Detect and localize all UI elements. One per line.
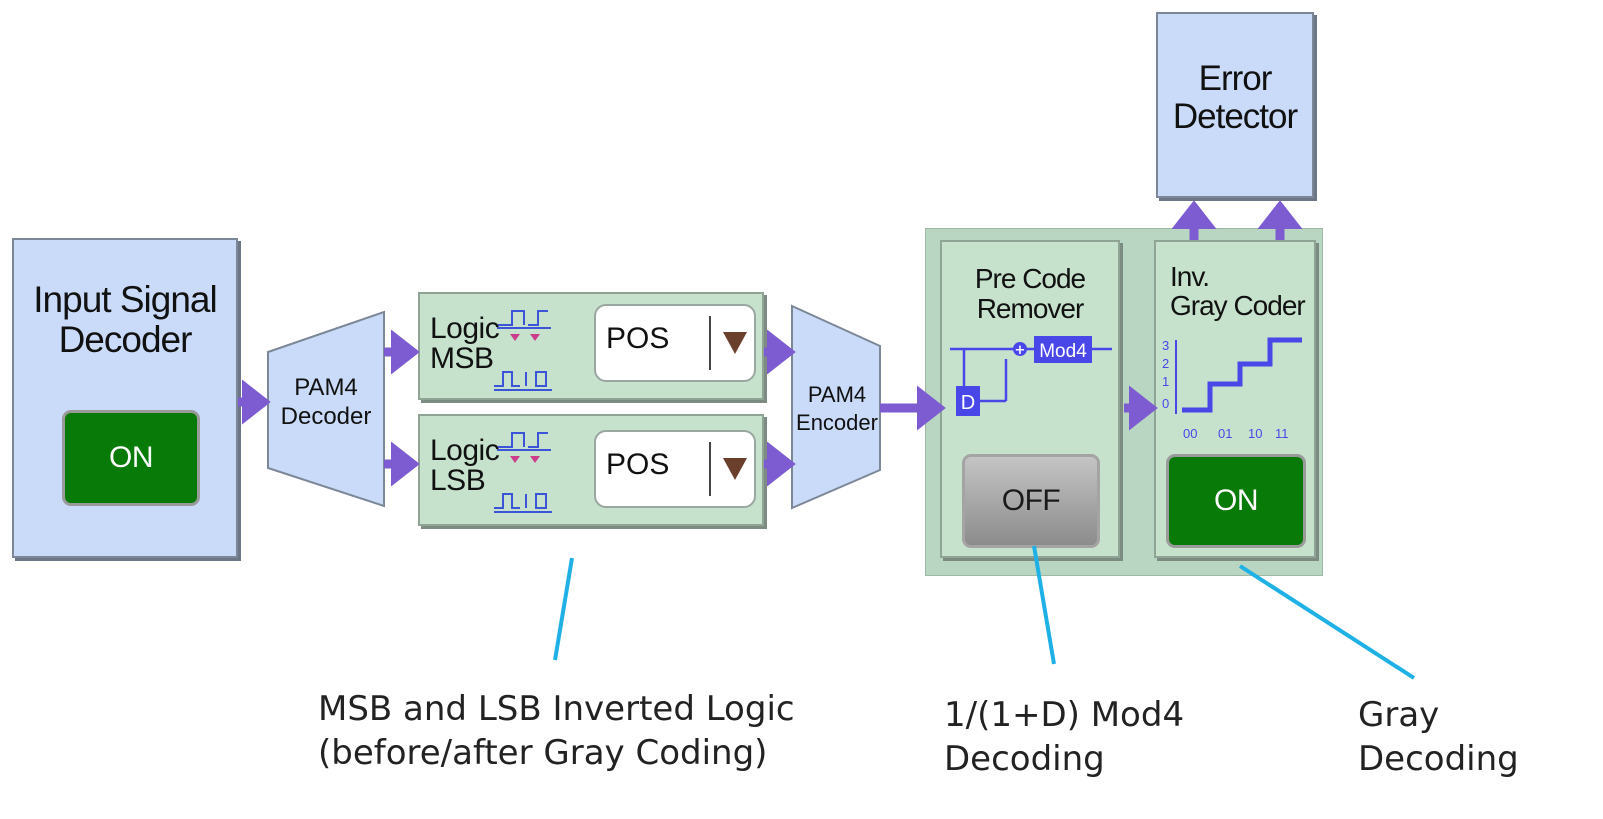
- y-tick-3: 3: [1162, 338, 1169, 353]
- annotation-precode: 1/(1+D) Mod4 Decoding: [944, 695, 1185, 780]
- adder-icon: [1013, 342, 1027, 356]
- x-tick-10: 10: [1248, 426, 1262, 441]
- inv-gray-coder-on-button[interactable]: ON: [1166, 454, 1306, 548]
- delay-label: D: [961, 392, 975, 414]
- inv-gray-coder-title: Inv. Gray Coder: [1170, 261, 1306, 322]
- callout-lines: [553, 545, 1416, 680]
- logic-msb-dropdown[interactable]: POS: [594, 304, 756, 382]
- annotation-gray: Gray Decoding: [1358, 695, 1519, 780]
- input-signal-decoder-block: Input Signal Decoder ON: [12, 238, 238, 558]
- y-tick-2: 2: [1162, 356, 1169, 371]
- annotation-logic: MSB and LSB Inverted Logic (before/after…: [318, 689, 795, 774]
- y-tick-1: 1: [1162, 374, 1169, 389]
- logic-lsb-panel: Logic LSB POS: [418, 414, 764, 526]
- inv-gray-coder-panel: Inv. Gray Coder ON: [1154, 240, 1316, 558]
- svg-text:+: +: [1015, 343, 1026, 358]
- dropdown-separator: [709, 316, 711, 370]
- pam4-decoder-label-2: Decoder: [281, 403, 372, 430]
- flow-arrows: [238, 200, 1303, 487]
- logic-lsb-value: POS: [606, 448, 670, 481]
- dropdown-separator: [709, 442, 711, 496]
- lsb-inversion-icon: [494, 432, 552, 513]
- pam4-decoder-label-1: PAM4: [294, 374, 358, 401]
- logic-lsb-dropdown[interactable]: POS: [594, 430, 756, 508]
- callout-line-precode: [1032, 545, 1056, 665]
- delay-block-icon: [956, 386, 980, 416]
- pam4-encoder-label-1: PAM4: [808, 382, 866, 407]
- pam4-encoder-block: PAM4 Encoder: [791, 304, 881, 510]
- x-tick-00: 00: [1183, 426, 1197, 441]
- pam4-encoder-label-2: Encoder: [796, 410, 878, 435]
- precode-remover-off-button[interactable]: OFF: [962, 454, 1100, 548]
- precode-diagram: + D Mod4: [950, 336, 1112, 416]
- dropdown-arrow-icon: [723, 458, 747, 480]
- callout-line-gray: [1238, 564, 1416, 680]
- logic-lsb-label: Logic LSB: [430, 434, 500, 497]
- msb-inversion-icon: [494, 310, 552, 391]
- x-tick-01: 01: [1218, 426, 1232, 441]
- logic-msb-label: Logic MSB: [430, 312, 500, 375]
- x-tick-11: 11: [1275, 426, 1289, 441]
- logic-msb-panel: Logic MSB POS: [418, 292, 764, 400]
- precode-remover-title: Pre Code Remover: [974, 263, 1086, 325]
- mod4-label: Mod4: [1039, 341, 1087, 362]
- y-tick-0: 0: [1162, 396, 1169, 411]
- pam4-decoder-block: PAM4 Decoder: [267, 310, 385, 508]
- dropdown-arrow-icon: [723, 332, 747, 354]
- input-signal-decoder-title: Input Signal Decoder: [33, 279, 217, 360]
- error-detector-block: Error Detector: [1156, 12, 1314, 198]
- mod4-block-icon: [1034, 336, 1092, 363]
- input-decoder-on-button[interactable]: ON: [62, 410, 200, 506]
- error-detector-title: Error Detector: [1172, 59, 1298, 136]
- logic-msb-value: POS: [606, 322, 670, 355]
- callout-line-logic: [553, 557, 574, 661]
- gray-staircase-icon: 3 2 1 0 00 01 10 11: [1162, 337, 1302, 441]
